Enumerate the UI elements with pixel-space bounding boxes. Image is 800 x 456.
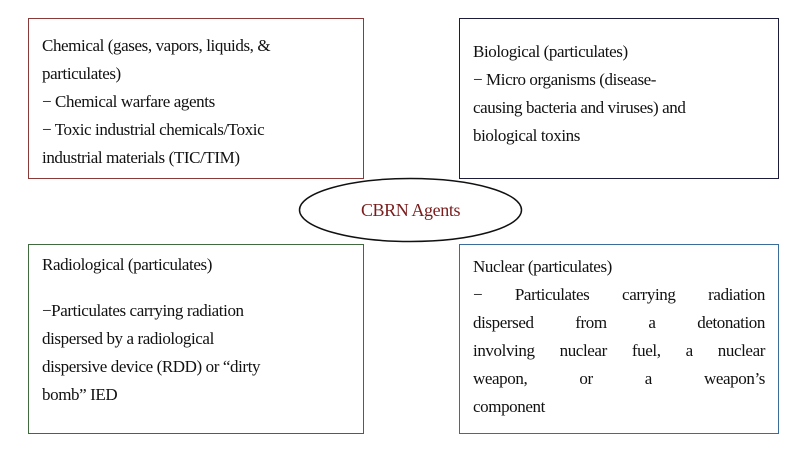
radiological-line: bomb” IED [42,385,118,404]
cbrn-agents-label: CBRN Agents [360,199,461,220]
biological-line: − Micro organisms (disease- [473,70,657,89]
chemical-title-line: Chemical (gases, vapors, liquids, & [42,36,271,55]
nuclear-line: − Particulates carrying radiation [473,285,765,304]
biological-line: causing bacteria and viruses) and [473,98,686,117]
nuclear-line: weapon, or a weapon’s [473,369,765,388]
biological-box: Biological (particulates) − Micro organi… [459,18,779,179]
nuclear-text: Nuclear (particulates) − Particulates ca… [473,253,765,421]
nuclear-line: component [473,397,545,416]
biological-title: Biological (particulates) [473,42,628,61]
nuclear-line: dispersed from a detonation [473,313,765,332]
center-ellipse [298,177,523,243]
chemical-item: − Chemical warfare agents [42,92,215,111]
radiological-line: −Particulates carrying radiation [42,301,244,320]
chemical-box: Chemical (gases, vapors, liquids, & part… [28,18,364,179]
radiological-box: Radiological (particulates) −Particulate… [28,244,364,434]
chemical-item: − Toxic industrial chemicals/Toxic [42,120,265,139]
nuclear-line: involving nuclear fuel, a nuclear [473,341,765,360]
biological-line: biological toxins [473,126,580,145]
radiological-title: Radiological (particulates) [42,255,212,274]
nuclear-title: Nuclear (particulates) [473,257,612,276]
chemical-title-line: particulates) [42,64,121,83]
radiological-line: dispersed by a radiological [42,329,214,348]
chemical-item: industrial materials (TIC/TIM) [42,148,240,167]
radiological-line: dispersive device (RDD) or “dirty [42,357,261,376]
radiological-text: −Particulates carrying radiation dispers… [42,297,350,409]
nuclear-box: Nuclear (particulates) − Particulates ca… [459,244,779,434]
chemical-text: Chemical (gases, vapors, liquids, & part… [42,32,350,172]
biological-text: Biological (particulates) − Micro organi… [473,38,765,150]
